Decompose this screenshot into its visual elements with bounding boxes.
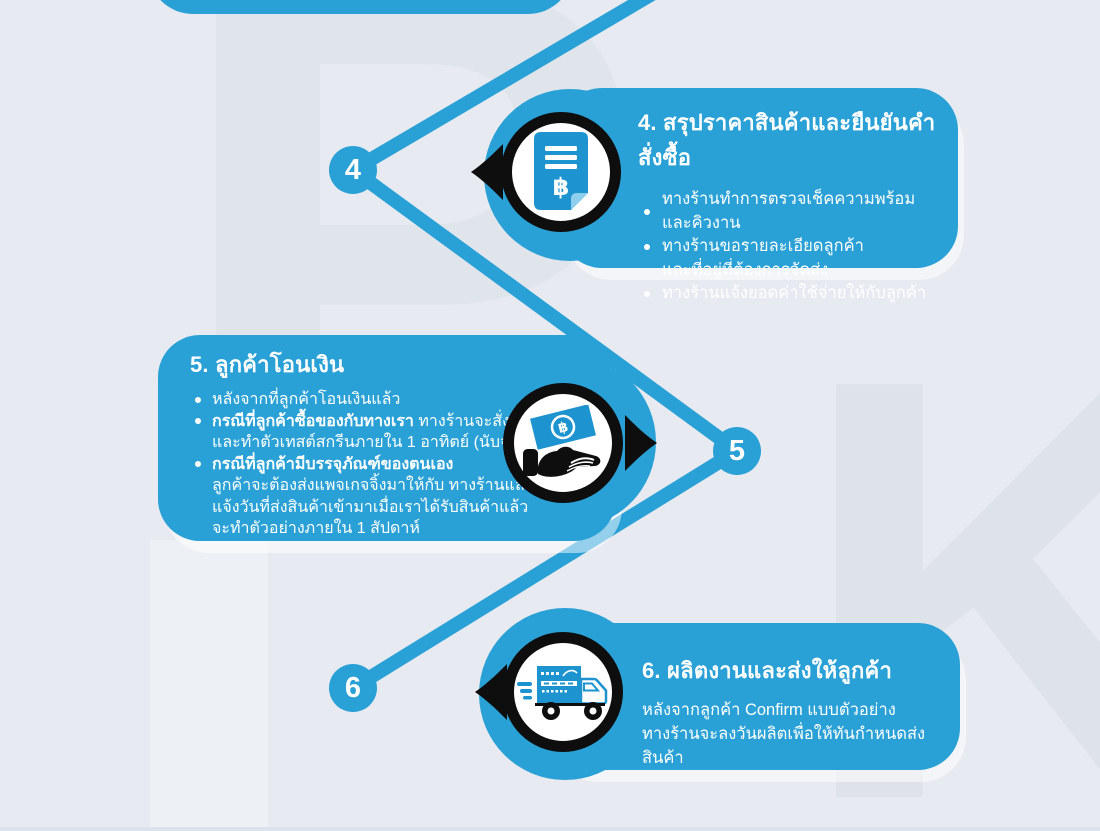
money-hand-icon: ฿ xyxy=(523,405,601,477)
step5-bullet-text: หลังจากที่ลูกค้าโอนเงินแล้ว xyxy=(212,391,401,408)
step5-bullet-bold: กรณีที่ลูกค้ามีบรรจุภัณฑ์ของตนเอง xyxy=(212,455,454,473)
step5-number-badge: 5 xyxy=(713,427,761,475)
bottom-edge-strip xyxy=(0,827,1100,831)
step4-bullet-text: ทางร้านขอรายละเอียดลูกค้า xyxy=(662,237,864,255)
step4-bullet-text: ทางร้านแจ้งยอดค่าใช้จ่ายให้กับลูกค้า xyxy=(662,284,927,302)
bullet-dot-icon xyxy=(195,396,201,403)
watermark-light-band xyxy=(150,540,268,831)
step5-bullet-text: จะทำตัวอย่างภายใน 1 สัปดาห์ xyxy=(212,520,420,537)
step4-icon-circle: ฿ xyxy=(501,112,621,232)
baht-symbol: ฿ xyxy=(556,418,569,436)
bullet-dot-icon xyxy=(644,290,650,297)
delivery-truck-icon xyxy=(517,666,608,720)
bullet-dot-icon xyxy=(195,461,201,468)
step6-text: หลังจากลูกค้า Confirm แบบตัวอย่าง xyxy=(642,701,896,719)
step4-bullet-text: ทางร้านทำการตรวจเช็คความพร้อมและคิวงาน xyxy=(662,190,916,232)
step6-icon-circle xyxy=(503,632,623,752)
step5-bullet-continuation: ลูกค้าจะต้องส่งแพจเกจจิ้งมาให้กับ ทางร้า… xyxy=(190,475,596,497)
bullet-dot-icon xyxy=(195,418,201,425)
step4-bullet-line: ทางร้านแจ้งยอดค่าใช้จ่ายให้กับลูกค้า xyxy=(638,282,938,306)
step6-text-line: ทางร้านจะลงวันผลิตเพื่อให้ทันกำหนดส่งสิน… xyxy=(642,722,940,770)
step4-number-badge: 4 xyxy=(329,146,377,194)
step6-text: ทางร้านจะลงวันผลิตเพื่อให้ทันกำหนดส่งสิน… xyxy=(642,725,926,767)
baht-symbol: ฿ xyxy=(553,174,570,201)
step5-number: 5 xyxy=(728,434,746,467)
step4-number: 4 xyxy=(344,153,362,186)
invoice-document-icon: ฿ xyxy=(534,132,588,210)
step5-bullet-continuation: แจ้งวันที่ส่งสินค้าเข้ามาเมื่อเราได้รับส… xyxy=(190,497,596,519)
step5-bullet-line: กรณีที่ลูกค้ามีบรรจุภัณฑ์ของตนเอง xyxy=(190,454,596,476)
step4-card: 4. สรุปราคาสินค้าและยืนยันคำสั่งซื้อ ทาง… xyxy=(560,88,958,302)
step5-bullet-text: แจ้งวันที่ส่งสินค้าเข้ามาเมื่อเราได้รับส… xyxy=(212,498,529,516)
step4-bullet-text: และที่อยู่ที่ต้องการจัดส่ง xyxy=(662,260,829,279)
step4-title: 4. สรุปราคาสินค้าและยืนยันคำสั่งซื้อ xyxy=(638,110,936,170)
bullet-dot-icon xyxy=(644,208,650,215)
step5-bullet-text: และทำตัวเทสต์สกรีนภายใน 1 อาทิตย์ (นับจา… xyxy=(212,434,583,451)
step6-text-line: หลังจากลูกค้า Confirm แบบตัวอย่าง xyxy=(642,698,940,722)
previous-step-card-edge xyxy=(148,0,573,14)
step5-pointer-tail xyxy=(625,415,657,471)
step6-number: 6 xyxy=(344,671,362,704)
step5-title: 5. ลูกค้าโอนเงิน xyxy=(190,352,345,377)
bullet-dot-icon xyxy=(644,243,650,250)
step5-bullet-continuation: และทำตัวเทสต์สกรีนภายใน 1 อาทิตย์ (นับจา… xyxy=(190,432,596,454)
step5-icon-circle: ฿ xyxy=(503,383,623,503)
step4-pointer-tail xyxy=(471,144,503,200)
step5-bullet-bold: กรณีที่ลูกค้าซื้อของกับทางเรา xyxy=(212,412,414,430)
step6-number-badge: 6 xyxy=(329,664,377,712)
step4-bullet-line: ทางร้านทำการตรวจเช็คความพร้อมและคิวงาน xyxy=(638,188,938,235)
step6-pointer-tail xyxy=(475,664,507,720)
step5-bullet-line: หลังจากที่ลูกค้าโอนเงินแล้ว xyxy=(190,389,596,411)
step4-bullet-continuation: และที่อยู่ที่ต้องการจัดส่ง xyxy=(638,259,938,283)
step5-bullet-continuation: จะทำตัวอย่างภายใน 1 สัปดาห์ xyxy=(190,518,596,540)
step4-bullet-line: ทางร้านขอรายละเอียดลูกค้า xyxy=(638,235,938,259)
step5-bullet-text: ลูกค้าจะต้องส่งแพจเกจจิ้งมาให้กับ ทางร้า… xyxy=(212,477,534,494)
step6-title: 6. ผลิตงานและส่งให้ลูกค้า xyxy=(642,658,893,683)
